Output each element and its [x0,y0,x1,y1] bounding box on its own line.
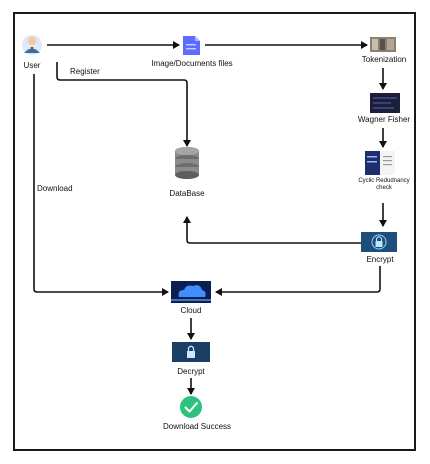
user-label: User [24,61,41,70]
crc-label: Cyclic Redudnancy check [354,178,414,192]
cloud-label: Cloud [181,306,202,315]
wagner-fisher-icon [370,93,400,113]
edge-encrypt-to-cloud [216,266,380,292]
encrypt-label: Encrypt [366,255,393,264]
database-icon [175,147,199,179]
database-label: DataBase [169,189,204,198]
edge-download [34,74,168,292]
cloud-icon [171,281,211,303]
wagner-fisher-label: Wagner Fisher [358,115,410,124]
crc-icon [365,151,395,175]
image-documents-label: Image/Documents files [151,59,232,68]
decrypt-label: Decrypt [177,367,205,376]
tokenization-label: Tokenization [362,55,406,64]
encrypt-lock-icon [361,232,397,252]
edge-encrypt-to-database [187,217,363,243]
download-success-label: Download Success [163,422,231,431]
checkmark-icon [180,396,202,418]
download-edge-label: Download [37,184,73,193]
decrypt-lock-icon [172,342,210,362]
tokenization-icon [370,37,396,52]
document-icon [183,36,200,55]
user-avatar-icon [22,35,42,55]
register-edge-label: Register [70,67,100,76]
